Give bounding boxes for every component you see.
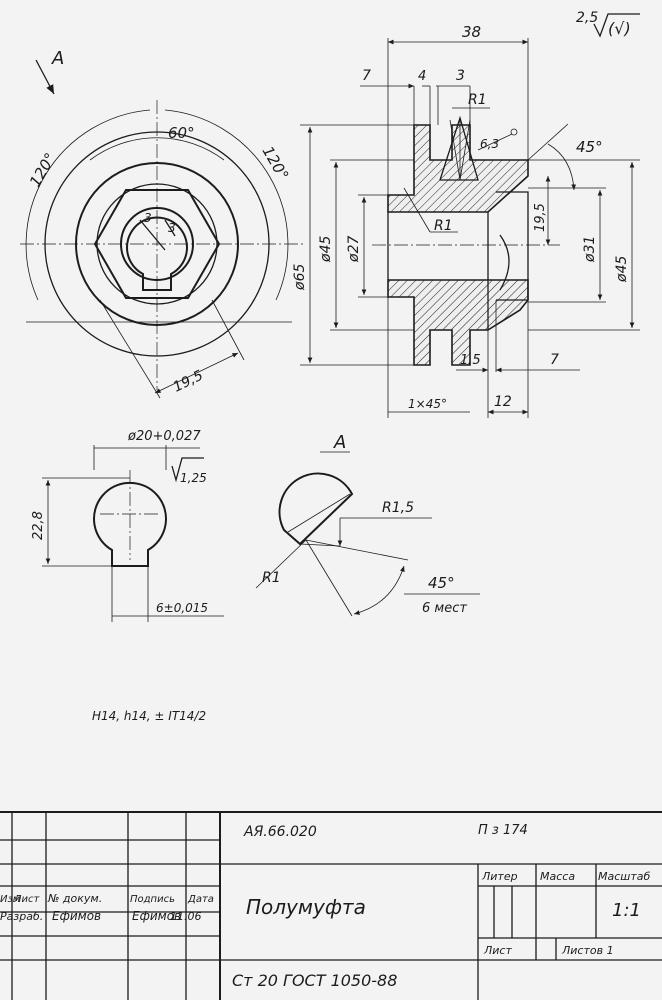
drawing-label: ø45 [318, 236, 334, 263]
drawing-label: 12 [494, 394, 512, 410]
bore-detail: ø20+0,027 1,25 22,8 6±0,015 [31, 429, 224, 622]
drawing-label: 19,5 [533, 203, 548, 232]
drawing-label: A [51, 48, 64, 69]
drawing-label: 7 [362, 68, 371, 84]
drawing-label: Разраб. [0, 910, 43, 923]
drawing-label: Изм [0, 894, 21, 905]
drawing-label: № докум. [47, 892, 102, 905]
detail-a: A R1,5 R1 45° 6 мест [255, 432, 480, 617]
section-view: 38 7 4 3 R1 6,3 45° ø65 ø45 ø27 R1 1 [292, 23, 640, 418]
drawing-label: ø31 [582, 236, 598, 263]
doc-number: АЯ.66.020 [243, 824, 317, 840]
drawing-label: 19,5 [171, 368, 206, 396]
drawing-label: 3 [144, 211, 152, 225]
drawing-label: R1 [434, 218, 453, 234]
title-block: АЯ.66.020 П з 174 Изм Лист № докум. Подп… [0, 811, 662, 1000]
drawing-label: 1:1 [612, 900, 641, 921]
drawing-label: 1×45° [408, 397, 447, 411]
drawing-label: Лист [483, 944, 512, 957]
drawing-label: R1,5 [382, 500, 414, 516]
material: Ст 20 ГОСТ 1050-88 [232, 971, 397, 990]
drawing-label: 38 [462, 23, 481, 41]
drawing-label: 45° [576, 138, 603, 156]
drawing-label: Ефимов [132, 909, 181, 923]
drawing-label: 120° [259, 143, 293, 183]
drawing-label: Лист [13, 894, 41, 905]
drawing-label: 120° [26, 150, 60, 190]
drawing-label: 3 [456, 68, 465, 84]
drawing-label: 1,25 [180, 471, 207, 485]
drawing-label: 7 [550, 352, 559, 368]
end-view: 3 3 60° 120° 120° 19,5 [20, 100, 305, 399]
drawing-label: 6±0,015 [156, 601, 208, 615]
drawing-label: Масштаб [598, 870, 650, 883]
drawing-label: 6,3 [480, 137, 499, 151]
drawing-label: ø27 [346, 236, 362, 263]
drawing-label: 60° [168, 124, 195, 142]
drawing-label: 1,5 [460, 353, 481, 368]
drawing-label: 3 [168, 221, 176, 235]
view-a-arrow: A [35, 48, 64, 95]
drawing-label: ø65 [292, 264, 308, 291]
part-name: Полумуфта [246, 895, 366, 919]
drawing-label: A [333, 432, 346, 453]
drawing-label: Листов 1 [561, 944, 614, 957]
drawing-label: Дата [187, 894, 214, 905]
drawing-label: R1 [468, 92, 487, 108]
drawing-label: Подпись [130, 894, 175, 905]
drawing-label: 2,5 [576, 10, 598, 26]
drawing-label: 22,8 [31, 511, 46, 540]
drawing-label: R1 [262, 570, 281, 586]
drawing-label: 4 [418, 69, 426, 84]
drawing-label: Ефимов [52, 909, 101, 923]
drawing-label: 6 мест [422, 601, 467, 616]
roughness-mark: 2,5 (√) [576, 10, 640, 38]
drawing-label: ø20+0,027 [127, 429, 201, 444]
tolerance-note: H14, h14, ± IT14/2 [92, 709, 206, 723]
doc-code: П з 174 [478, 823, 528, 838]
drawing-label: Литер [481, 870, 518, 883]
drawing-label: 11.06 [170, 910, 202, 923]
drawing-label: (√) [608, 19, 631, 38]
drawing-label: ø45 [614, 256, 630, 283]
drawing-label: 45° [428, 574, 455, 592]
drawing-label: Масса [540, 870, 575, 883]
